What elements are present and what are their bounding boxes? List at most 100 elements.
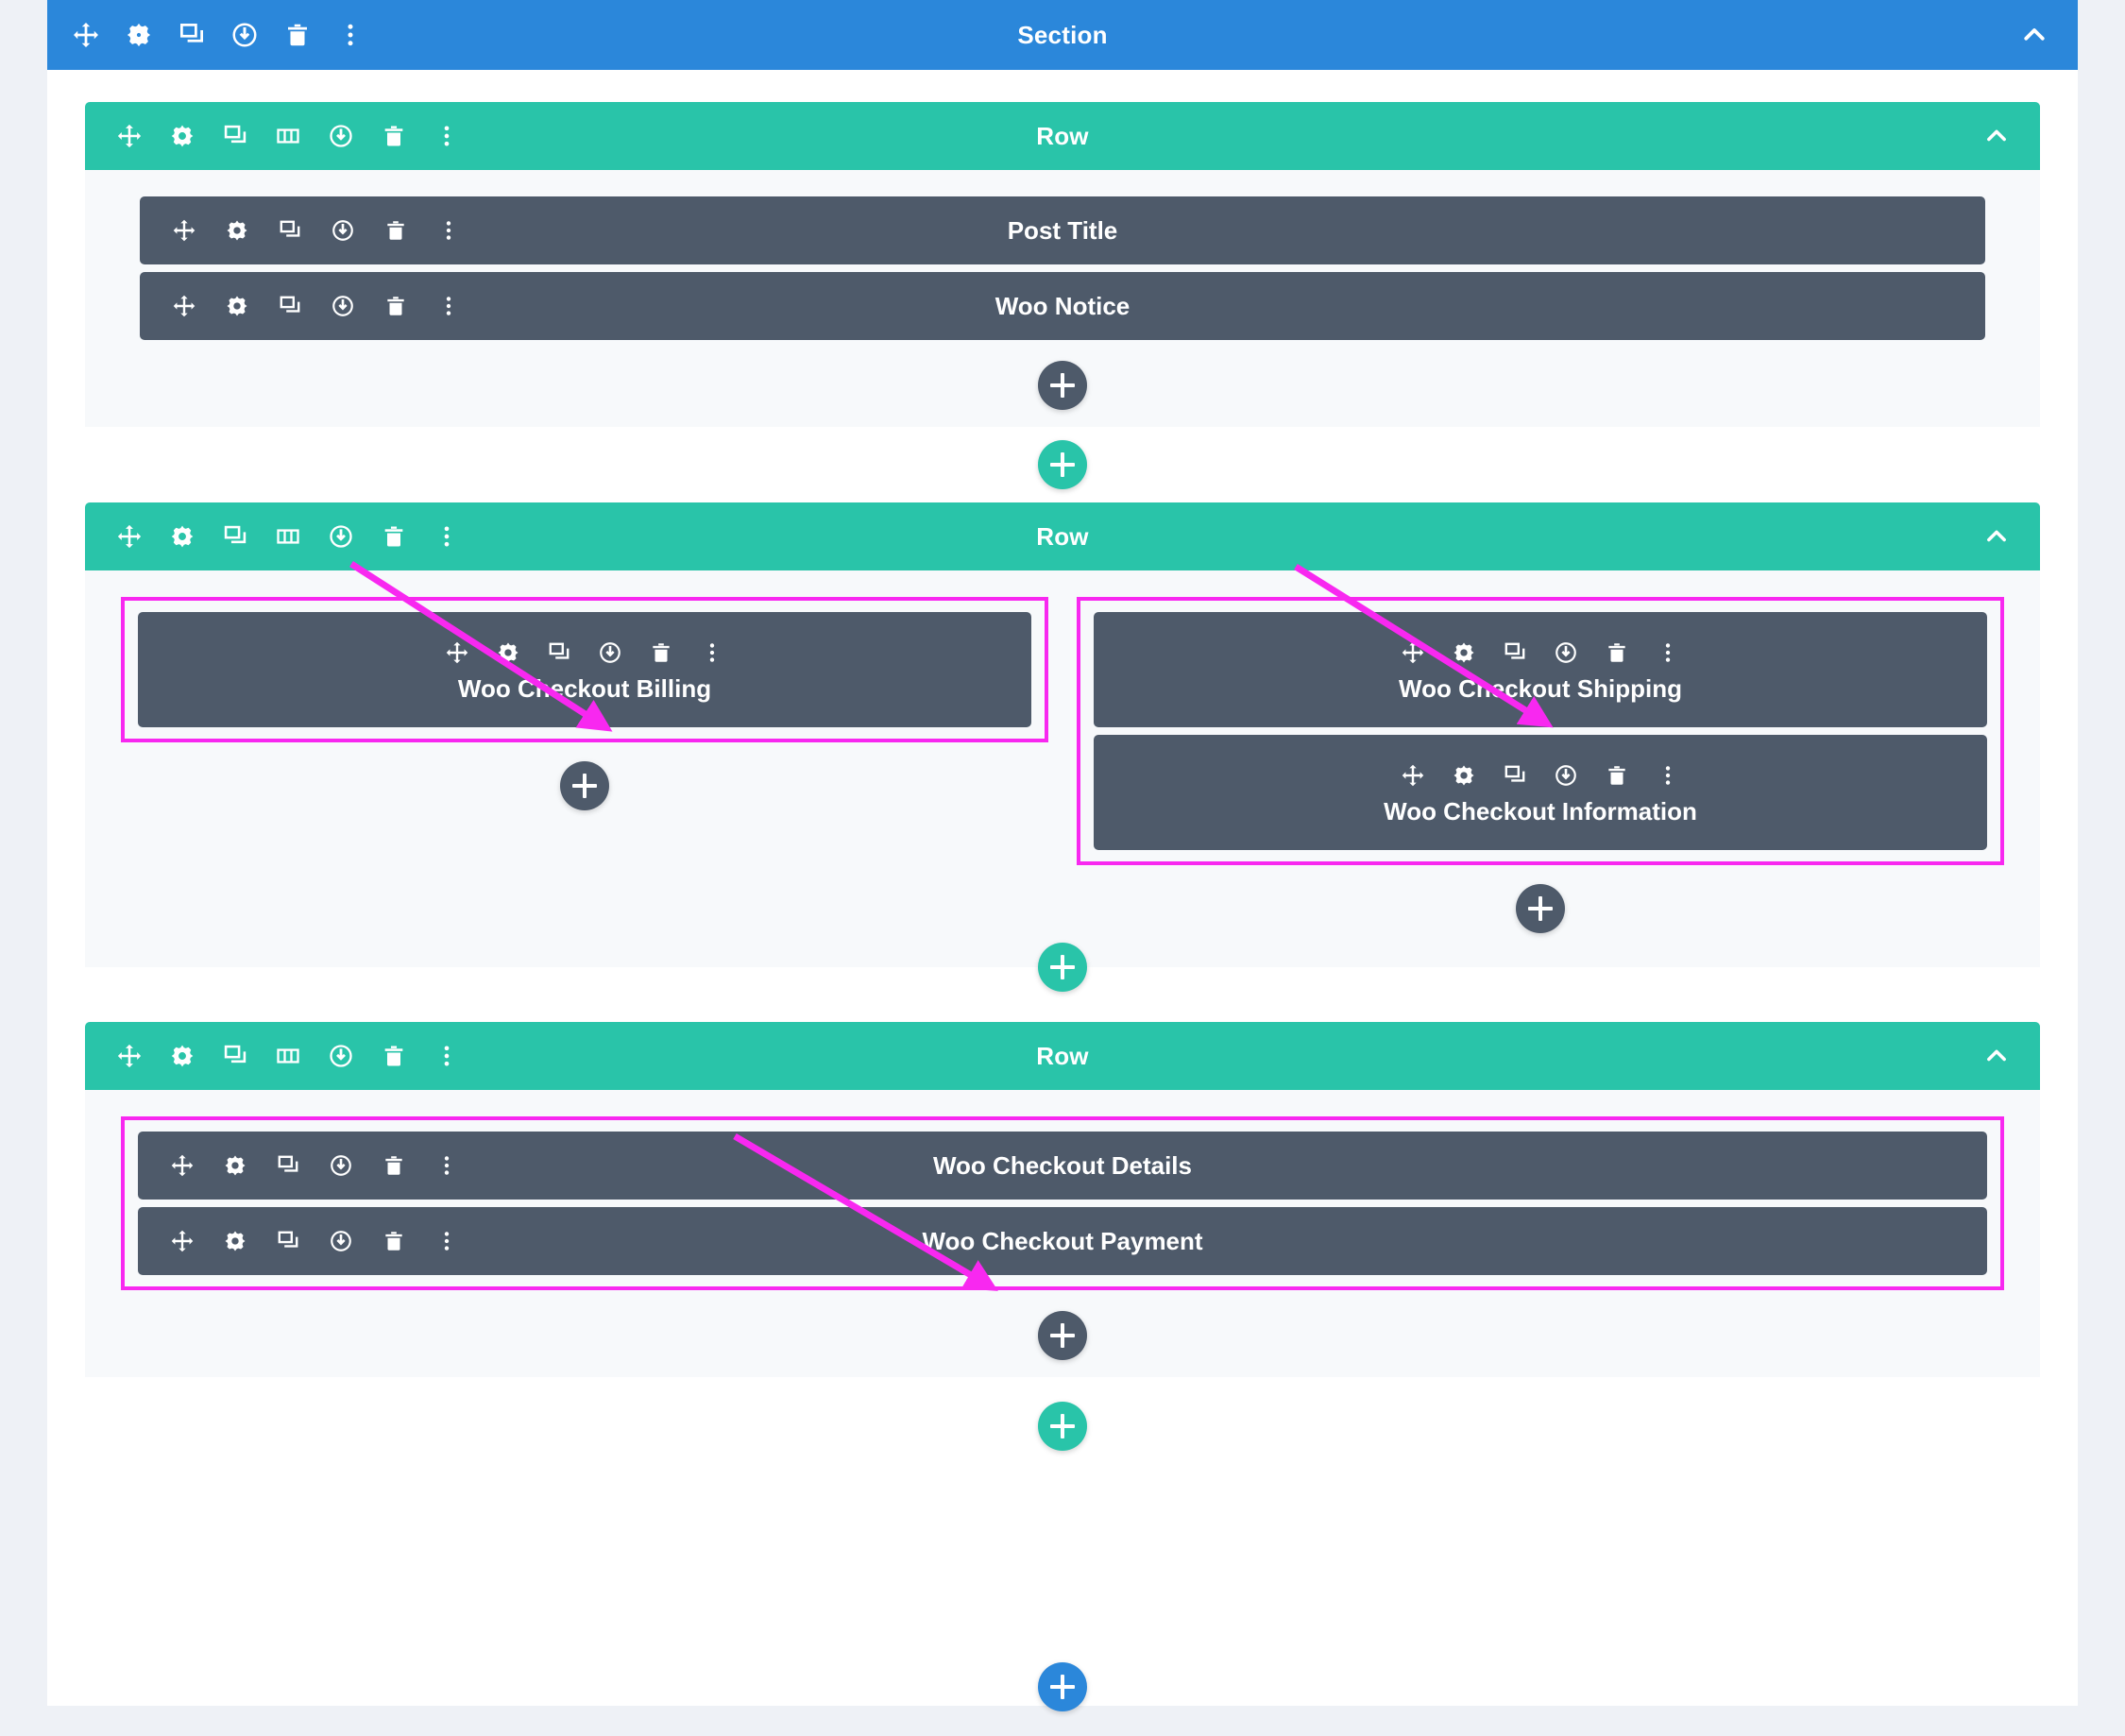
- more-options-icon[interactable]: [431, 120, 463, 152]
- trash-icon[interactable]: [281, 19, 314, 51]
- row-header[interactable]: Row: [85, 1022, 2040, 1090]
- add-row-button[interactable]: [1038, 943, 1087, 992]
- move-icon[interactable]: [113, 120, 145, 152]
- gear-icon[interactable]: [166, 1040, 198, 1072]
- duplicate-icon[interactable]: [219, 120, 251, 152]
- row-toolbar: [113, 1040, 463, 1072]
- gear-icon[interactable]: [123, 19, 155, 51]
- add-module-button[interactable]: [1516, 884, 1565, 933]
- more-options-icon[interactable]: [431, 1040, 463, 1072]
- row-block-3: Row: [85, 1022, 2040, 1451]
- power-icon[interactable]: [325, 1149, 357, 1182]
- duplicate-icon[interactable]: [219, 520, 251, 553]
- columns-icon[interactable]: [272, 520, 304, 553]
- more-options-icon[interactable]: [431, 520, 463, 553]
- more-options-icon[interactable]: [696, 637, 728, 669]
- trash-icon[interactable]: [378, 1040, 410, 1072]
- gear-icon[interactable]: [1448, 759, 1480, 791]
- duplicate-icon[interactable]: [272, 1225, 304, 1257]
- column-1: Woo Checkout Billing: [121, 597, 1048, 933]
- move-icon[interactable]: [168, 214, 200, 247]
- add-row-button[interactable]: [1038, 1402, 1087, 1451]
- move-icon[interactable]: [113, 1040, 145, 1072]
- more-options-icon[interactable]: [431, 1149, 463, 1182]
- module-woo-checkout-information[interactable]: Woo Checkout Information: [1094, 735, 1987, 850]
- duplicate-icon[interactable]: [1499, 759, 1531, 791]
- duplicate-icon[interactable]: [219, 1040, 251, 1072]
- power-icon[interactable]: [229, 19, 261, 51]
- chevron-up-icon[interactable]: [1978, 1037, 2015, 1075]
- duplicate-icon[interactable]: [1499, 637, 1531, 669]
- power-icon[interactable]: [1550, 759, 1582, 791]
- columns-icon[interactable]: [272, 1040, 304, 1072]
- gear-icon[interactable]: [1448, 637, 1480, 669]
- duplicate-icon[interactable]: [274, 214, 306, 247]
- gear-icon[interactable]: [219, 1149, 251, 1182]
- gear-icon[interactable]: [221, 214, 253, 247]
- add-section-button[interactable]: [1038, 1662, 1087, 1711]
- columns-icon[interactable]: [272, 120, 304, 152]
- module-woo-checkout-details[interactable]: Woo Checkout Details: [138, 1132, 1987, 1200]
- chevron-up-icon[interactable]: [1978, 518, 2015, 555]
- trash-icon[interactable]: [378, 520, 410, 553]
- chevron-up-icon[interactable]: [2015, 16, 2053, 54]
- row-header[interactable]: Row: [85, 102, 2040, 170]
- add-row-button[interactable]: [1038, 440, 1087, 489]
- move-icon[interactable]: [1397, 759, 1429, 791]
- more-options-icon[interactable]: [431, 1225, 463, 1257]
- add-module-button[interactable]: [1038, 1311, 1087, 1360]
- module-woo-checkout-billing[interactable]: Woo Checkout Billing: [138, 612, 1031, 727]
- more-options-icon[interactable]: [1652, 637, 1684, 669]
- module-woo-checkout-shipping[interactable]: Woo Checkout Shipping: [1094, 612, 1987, 727]
- duplicate-icon[interactable]: [543, 637, 575, 669]
- trash-icon[interactable]: [378, 1225, 410, 1257]
- trash-icon[interactable]: [645, 637, 677, 669]
- more-options-icon[interactable]: [334, 19, 366, 51]
- move-icon[interactable]: [168, 290, 200, 322]
- power-icon[interactable]: [325, 120, 357, 152]
- gear-icon[interactable]: [492, 637, 524, 669]
- power-icon[interactable]: [325, 1225, 357, 1257]
- trash-icon[interactable]: [378, 120, 410, 152]
- more-options-icon[interactable]: [433, 214, 465, 247]
- plus-icon: [1050, 1323, 1075, 1348]
- trash-icon[interactable]: [380, 214, 412, 247]
- more-options-icon[interactable]: [433, 290, 465, 322]
- move-icon[interactable]: [113, 520, 145, 553]
- gear-icon[interactable]: [219, 1225, 251, 1257]
- trash-icon[interactable]: [1601, 759, 1633, 791]
- section-header[interactable]: Section: [47, 0, 2078, 70]
- power-icon[interactable]: [325, 1040, 357, 1072]
- module-post-title[interactable]: Post Title: [140, 196, 1985, 264]
- power-icon[interactable]: [327, 214, 359, 247]
- trash-icon[interactable]: [380, 290, 412, 322]
- power-icon[interactable]: [1550, 637, 1582, 669]
- move-icon[interactable]: [70, 19, 102, 51]
- duplicate-icon[interactable]: [176, 19, 208, 51]
- move-icon[interactable]: [441, 637, 473, 669]
- gear-icon[interactable]: [166, 520, 198, 553]
- section-body: Row: [47, 70, 2078, 1451]
- gear-icon[interactable]: [166, 120, 198, 152]
- power-icon[interactable]: [594, 637, 626, 669]
- move-icon[interactable]: [1397, 637, 1429, 669]
- trash-icon[interactable]: [378, 1149, 410, 1182]
- trash-icon[interactable]: [1601, 637, 1633, 669]
- row-toolbar: [113, 120, 463, 152]
- gear-icon[interactable]: [221, 290, 253, 322]
- duplicate-icon[interactable]: [272, 1149, 304, 1182]
- move-icon[interactable]: [166, 1149, 198, 1182]
- chevron-up-icon[interactable]: [1978, 117, 2015, 155]
- more-options-icon[interactable]: [1652, 759, 1684, 791]
- module-woo-notice[interactable]: Woo Notice: [140, 272, 1985, 340]
- duplicate-icon[interactable]: [274, 290, 306, 322]
- plus-icon: [1050, 1675, 1075, 1699]
- move-icon[interactable]: [166, 1225, 198, 1257]
- add-module-button[interactable]: [560, 761, 609, 810]
- row-header[interactable]: Row: [85, 502, 2040, 570]
- add-module-button[interactable]: [1038, 361, 1087, 410]
- power-icon[interactable]: [327, 290, 359, 322]
- module-woo-checkout-payment[interactable]: Woo Checkout Payment: [138, 1207, 1987, 1275]
- power-icon[interactable]: [325, 520, 357, 553]
- row-columns: Woo Checkout Billing: [85, 597, 2040, 933]
